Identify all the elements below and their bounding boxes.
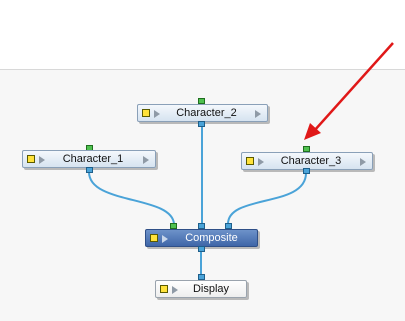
character2-output-port[interactable]: [198, 121, 205, 127]
node-label: Composite: [185, 232, 238, 244]
node-character-1[interactable]: Character_1: [22, 150, 156, 168]
play-icon[interactable]: [154, 110, 160, 118]
annotation-arrow-line: [313, 42, 394, 132]
top-empty-area: [0, 0, 405, 70]
node-character-3[interactable]: Character_3: [241, 152, 373, 170]
color-swatch-icon[interactable]: [142, 109, 150, 117]
node-label: Character_1: [62, 153, 124, 165]
expand-arrow-icon[interactable]: [255, 110, 261, 118]
character2-input-port[interactable]: [198, 98, 205, 104]
node-composite[interactable]: Composite: [145, 229, 258, 247]
node-display[interactable]: Display: [155, 280, 247, 298]
character3-output-port[interactable]: [303, 168, 310, 174]
composite-input-port-1[interactable]: [170, 223, 177, 229]
annotation-arrow-head: [304, 123, 321, 140]
display-input-port[interactable]: [198, 274, 205, 280]
node-label: Display: [192, 283, 230, 295]
wire-character3-composite: [227, 172, 307, 225]
node-label: Character_2: [176, 107, 237, 119]
node-label: Character_3: [280, 155, 342, 167]
color-swatch-icon[interactable]: [246, 157, 254, 165]
composite-input-port-3[interactable]: [225, 223, 232, 229]
composite-input-port-2[interactable]: [198, 223, 205, 229]
color-swatch-icon[interactable]: [160, 285, 168, 293]
color-swatch-icon[interactable]: [150, 234, 158, 242]
color-swatch-icon[interactable]: [27, 155, 35, 163]
character1-output-port[interactable]: [86, 167, 93, 173]
panel-divider: [0, 69, 405, 70]
expand-arrow-icon[interactable]: [360, 158, 366, 166]
play-icon[interactable]: [162, 235, 168, 243]
expand-arrow-icon[interactable]: [143, 156, 149, 164]
play-icon[interactable]: [258, 158, 264, 166]
composite-output-port[interactable]: [198, 246, 205, 252]
wire-character1-composite: [88, 171, 175, 225]
node-character-2[interactable]: Character_2: [137, 104, 268, 122]
play-icon[interactable]: [39, 156, 45, 164]
play-icon[interactable]: [172, 286, 178, 294]
character3-input-port[interactable]: [303, 146, 310, 152]
